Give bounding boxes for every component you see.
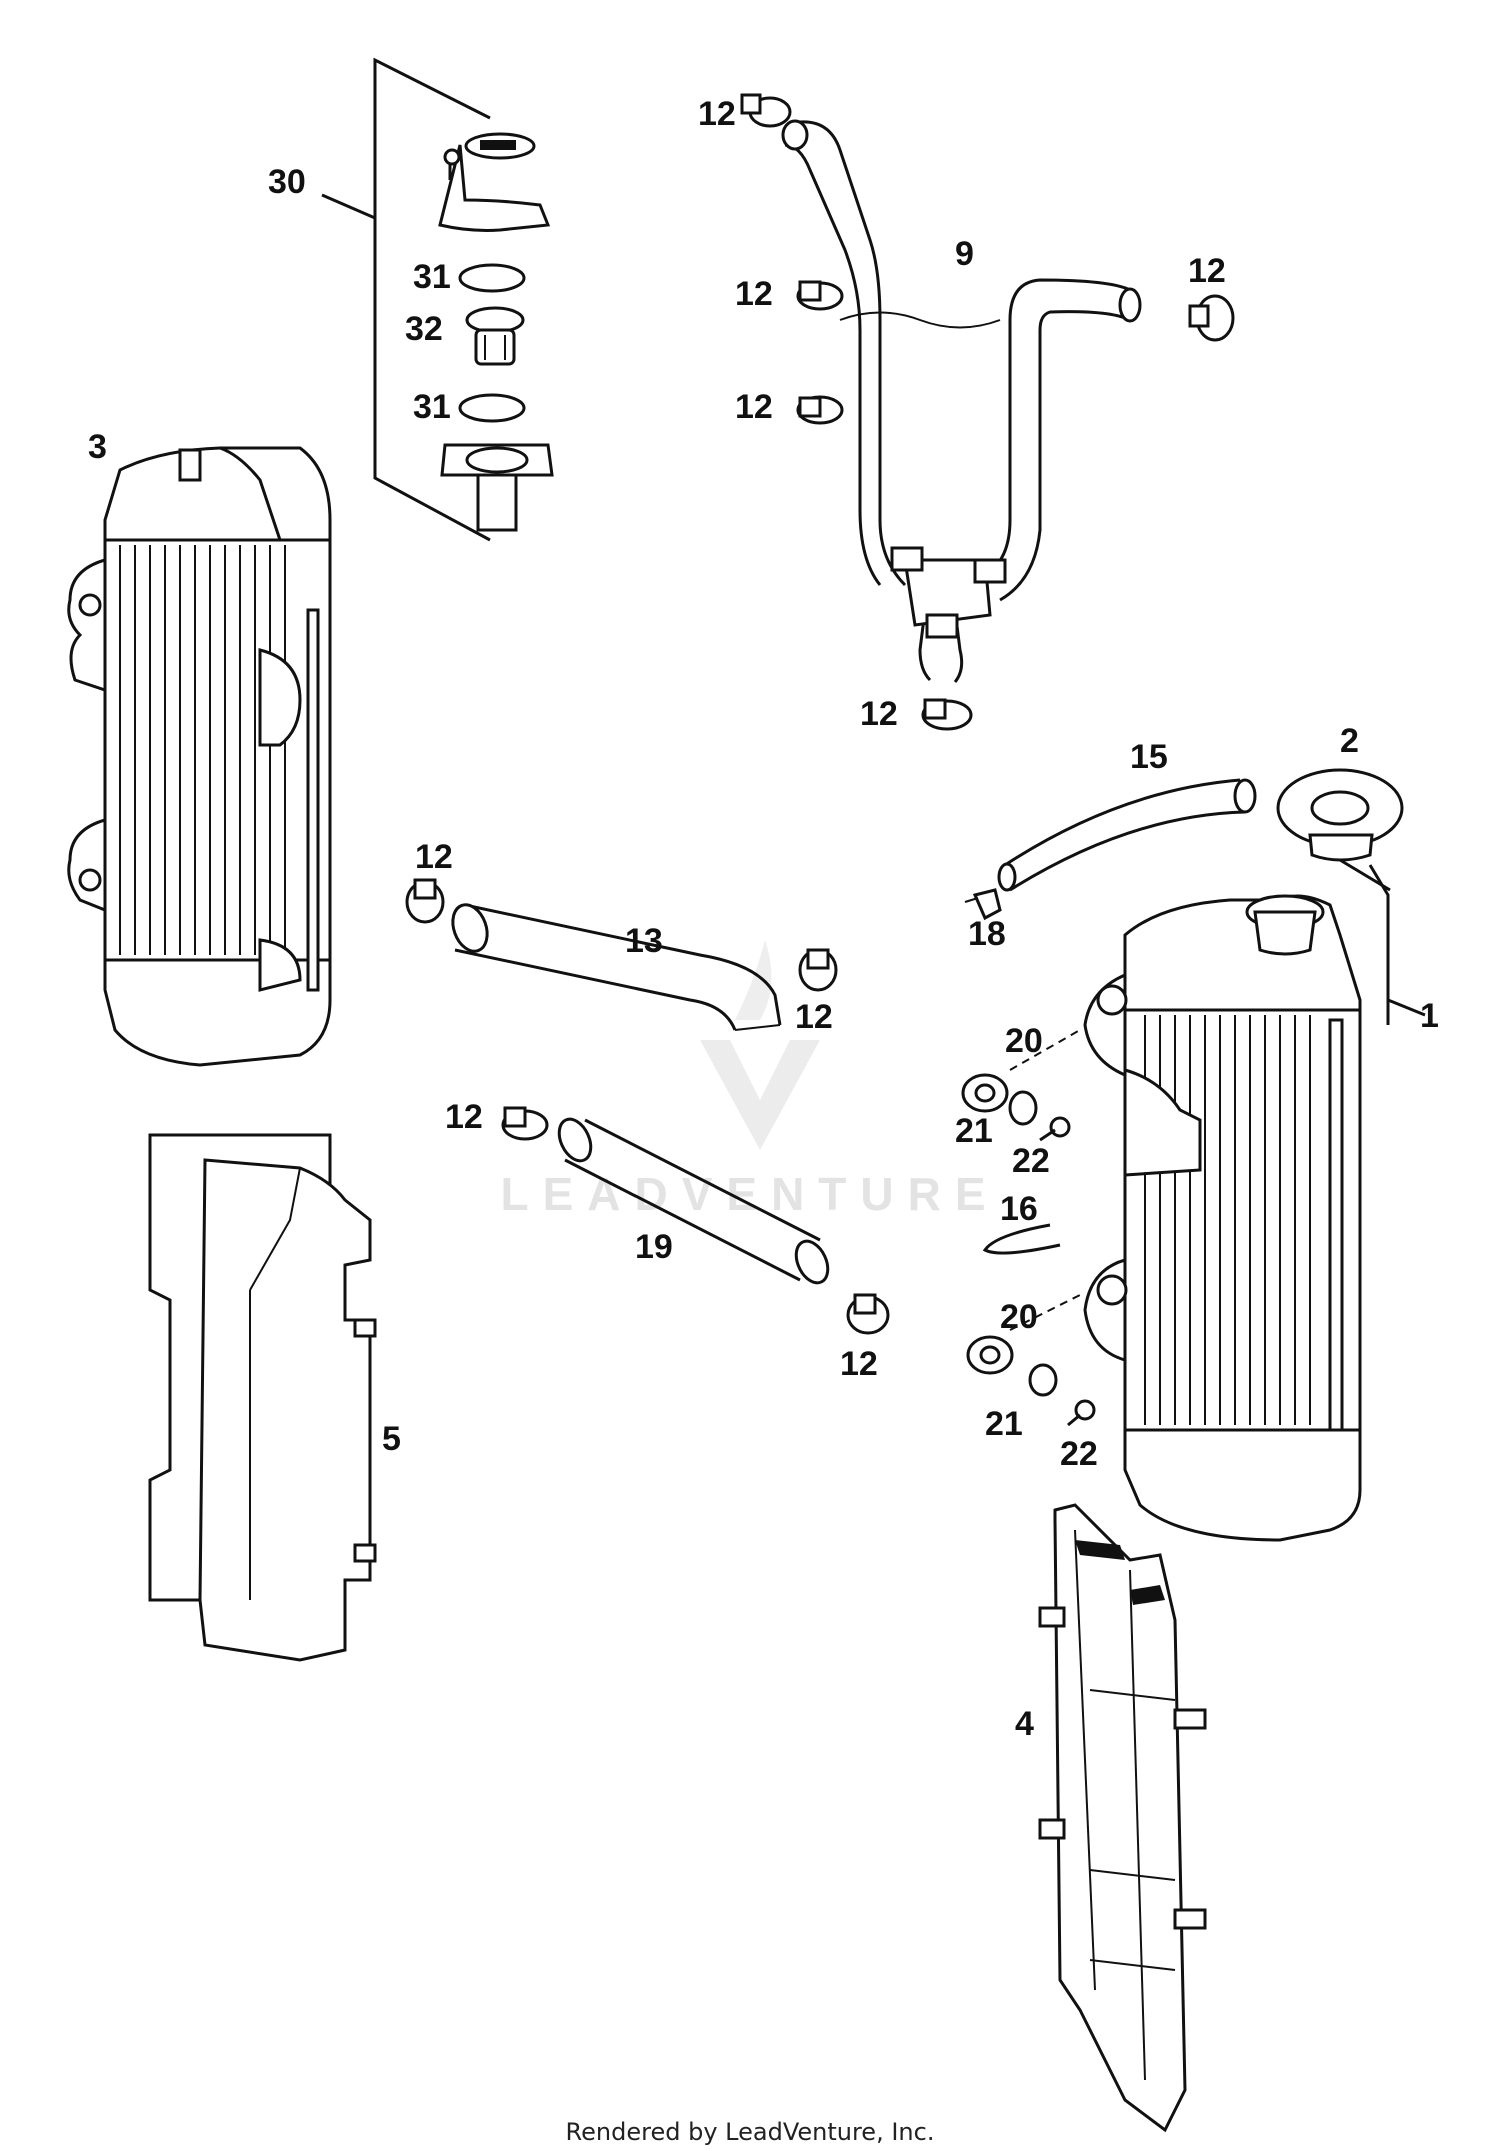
label-21: 21	[985, 1405, 1023, 1443]
label-30: 30	[268, 163, 306, 201]
thermostat-housing-assembly	[321, 57, 554, 542]
label-12: 12	[1188, 252, 1226, 290]
part-number-labels: 12 30 31 32 31 9 12 12 12 3 12 15 2 12 1…	[88, 95, 1439, 1743]
label-12: 12	[415, 838, 453, 876]
right-radiator-shroud	[1038, 1503, 1207, 2133]
mounting-hardware-lower	[966, 1294, 1096, 1427]
o-ring-lower	[458, 393, 526, 423]
label-2: 2	[1340, 722, 1359, 760]
footer-credit: Rendered by LeadVenture, Inc.	[566, 2118, 935, 2146]
watermark-text: LEADVENTURE	[500, 1168, 999, 1220]
left-radiator	[67, 446, 332, 1067]
hose-clamp	[796, 395, 844, 425]
label-12: 12	[698, 95, 736, 133]
label-16: 16	[1000, 1190, 1038, 1228]
hose-clamp	[846, 1293, 890, 1335]
watermark: LEADVENTURE	[500, 940, 999, 1220]
hose-clamp	[501, 1106, 549, 1141]
label-5: 5	[382, 1420, 401, 1458]
label-20: 20	[1005, 1022, 1043, 1060]
label-12: 12	[840, 1345, 878, 1383]
fitting-18	[964, 888, 1002, 921]
label-31: 31	[413, 388, 451, 426]
hose-clamp	[921, 698, 973, 731]
mounting-hardware-upper	[961, 1029, 1081, 1142]
right-radiator	[1083, 864, 1426, 1542]
clip-16	[982, 1223, 1061, 1255]
right-radiator-fins	[1144, 1015, 1311, 1425]
label-22: 22	[1060, 1435, 1098, 1473]
label-12: 12	[860, 695, 898, 733]
label-13: 13	[625, 922, 663, 960]
label-3: 3	[88, 428, 107, 466]
hose-clamp	[1188, 294, 1235, 342]
label-9: 9	[955, 235, 974, 273]
label-4: 4	[1015, 1705, 1034, 1743]
hose-19	[557, 1117, 830, 1285]
label-12: 12	[445, 1098, 483, 1136]
hose-clamps	[405, 93, 1235, 1335]
label-12: 12	[795, 998, 833, 1036]
label-22: 22	[1012, 1142, 1050, 1180]
label-19: 19	[635, 1228, 673, 1266]
label-1: 1	[1420, 997, 1439, 1035]
label-12: 12	[735, 275, 773, 313]
label-15: 15	[1130, 738, 1168, 776]
hose-clamp	[798, 948, 838, 992]
label-31: 31	[413, 258, 451, 296]
label-18: 18	[968, 915, 1006, 953]
hose-13	[451, 903, 782, 1031]
label-20: 20	[1000, 1298, 1038, 1336]
hose-clamp	[740, 93, 792, 128]
label-32: 32	[405, 310, 443, 348]
y-hose	[781, 119, 1142, 683]
hose-clamp	[796, 280, 844, 311]
label-12: 12	[735, 388, 773, 426]
left-radiator-fins	[119, 545, 286, 955]
radiator-cap	[1276, 768, 1404, 892]
left-radiator-shroud	[148, 1133, 377, 1662]
o-ring-upper	[458, 263, 526, 293]
overflow-hose-15	[997, 778, 1257, 892]
label-21: 21	[955, 1112, 993, 1150]
hose-clamp	[405, 878, 445, 924]
